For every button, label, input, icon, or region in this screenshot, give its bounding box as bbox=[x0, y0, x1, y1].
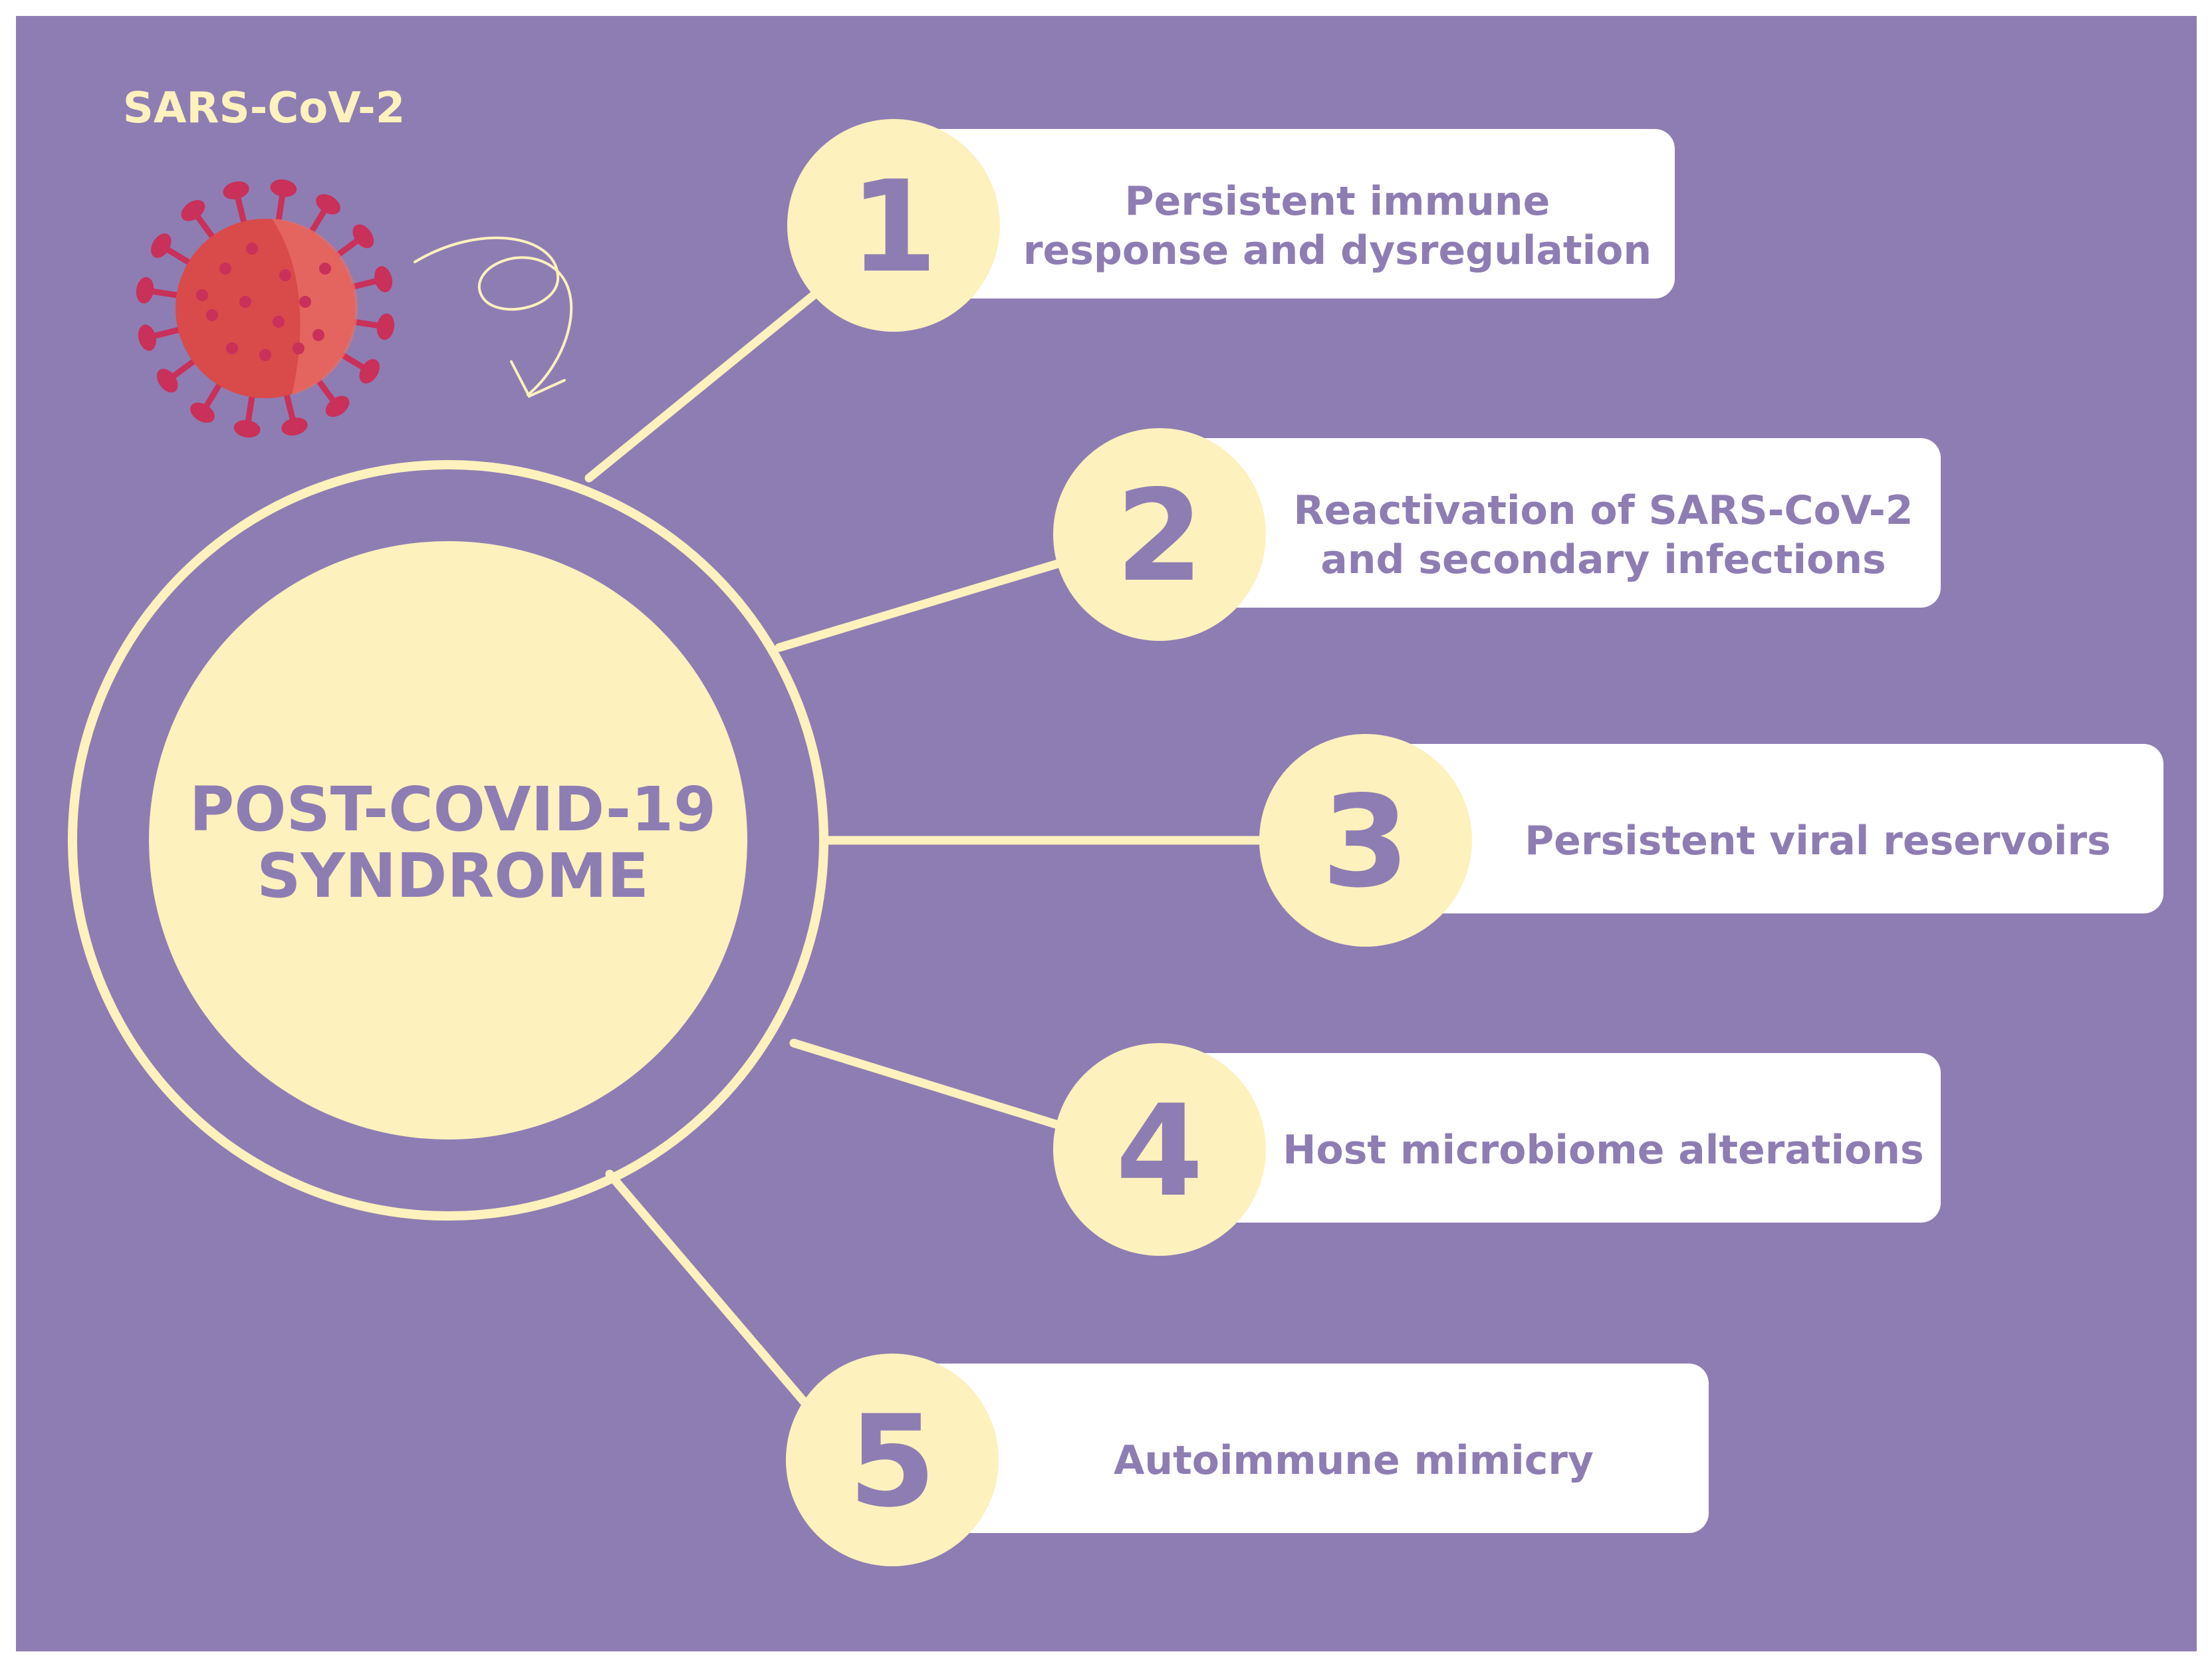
curly-arrow-icon bbox=[414, 236, 573, 396]
item-card bbox=[900, 129, 1675, 299]
virus-spike-tip bbox=[156, 368, 178, 393]
item-label-line: Reactivation of SARS-CoV-2 bbox=[1293, 487, 1913, 534]
virus-dot bbox=[206, 309, 218, 321]
virus-spike-tip bbox=[270, 179, 297, 197]
virus-dot bbox=[279, 269, 291, 281]
virus-spike-tip bbox=[359, 359, 380, 384]
virus-dot bbox=[293, 342, 305, 354]
item-number: 2 bbox=[1116, 463, 1203, 610]
virus-spike-tip bbox=[223, 181, 249, 199]
connectors bbox=[584, 284, 1271, 1410]
item-label-line: Persistent immune bbox=[1125, 178, 1550, 225]
virus-dot bbox=[239, 296, 251, 308]
virus-dot bbox=[196, 289, 208, 301]
item-card bbox=[1166, 438, 1941, 608]
virus-dot bbox=[312, 329, 324, 341]
item-number: 4 bbox=[1116, 1078, 1203, 1225]
virus-dot bbox=[299, 296, 311, 308]
item-label-line: response and dysregulation bbox=[1023, 227, 1652, 274]
number-circle bbox=[786, 1354, 999, 1566]
item-card bbox=[1166, 1053, 1941, 1223]
number-circle bbox=[1053, 1043, 1266, 1256]
item-label-line: Host microbiome alterations bbox=[1283, 1127, 1923, 1173]
number-circle bbox=[1053, 428, 1266, 641]
connector-line-4 bbox=[789, 1038, 1071, 1132]
virus-dot bbox=[219, 263, 231, 275]
item-card bbox=[1372, 744, 2163, 913]
coronavirus-icon bbox=[136, 179, 395, 438]
center-ring bbox=[68, 460, 828, 1221]
virus-group: SARS-CoV-2 bbox=[123, 84, 573, 438]
virus-dot bbox=[273, 316, 285, 328]
connector-line-5 bbox=[605, 1169, 812, 1410]
virus-spike-tip bbox=[136, 277, 154, 304]
virus-highlight bbox=[272, 219, 358, 395]
item-card bbox=[899, 1364, 1709, 1533]
center-node: POST-COVID-19 SYNDROME bbox=[68, 460, 828, 1221]
virus-spike-tip bbox=[233, 419, 261, 438]
virus-spike-tip bbox=[151, 233, 172, 258]
virus-spike-tip bbox=[138, 324, 156, 351]
virus-spike-tip bbox=[325, 396, 350, 418]
item-number: 3 bbox=[1322, 769, 1410, 915]
virus-dot bbox=[319, 263, 331, 275]
virus-spike-tip bbox=[190, 402, 215, 423]
virus-spike-tip bbox=[376, 313, 395, 340]
item-5: 5 Autoimmune mimicry bbox=[786, 1354, 1709, 1566]
center-circle bbox=[149, 541, 747, 1139]
number-circle bbox=[1259, 734, 1472, 947]
arrow-head-icon bbox=[510, 360, 566, 398]
center-title-line1: POST-COVID-19 bbox=[189, 774, 716, 845]
virus-dot bbox=[259, 349, 271, 361]
virus-dot bbox=[226, 342, 238, 354]
item-4: 4 Host microbiome alterations bbox=[1053, 1043, 1941, 1256]
connector-line-1 bbox=[584, 284, 826, 483]
center-title-line2: SYNDROME bbox=[257, 840, 649, 911]
item-label-line: Persistent viral reservoirs bbox=[1525, 818, 2111, 864]
item-3: 3 Persistent viral reservoirs bbox=[1259, 734, 2163, 947]
item-number: 5 bbox=[848, 1388, 936, 1535]
connector-line-2 bbox=[775, 556, 1071, 652]
item-number: 1 bbox=[850, 154, 937, 300]
virus-spike-tip bbox=[316, 194, 340, 215]
virus-spike-tip bbox=[281, 418, 308, 436]
virus-dot bbox=[246, 243, 258, 255]
item-label-line: Autoimmune mimicry bbox=[1114, 1437, 1594, 1484]
virus-spike-tip bbox=[181, 199, 205, 221]
virus-spike-tip bbox=[374, 266, 393, 293]
item-label-line: and secondary infections bbox=[1320, 537, 1886, 583]
virus-spike-tip bbox=[352, 224, 374, 249]
virus-label: SARS-CoV-2 bbox=[123, 84, 405, 133]
number-circle bbox=[787, 119, 1000, 332]
